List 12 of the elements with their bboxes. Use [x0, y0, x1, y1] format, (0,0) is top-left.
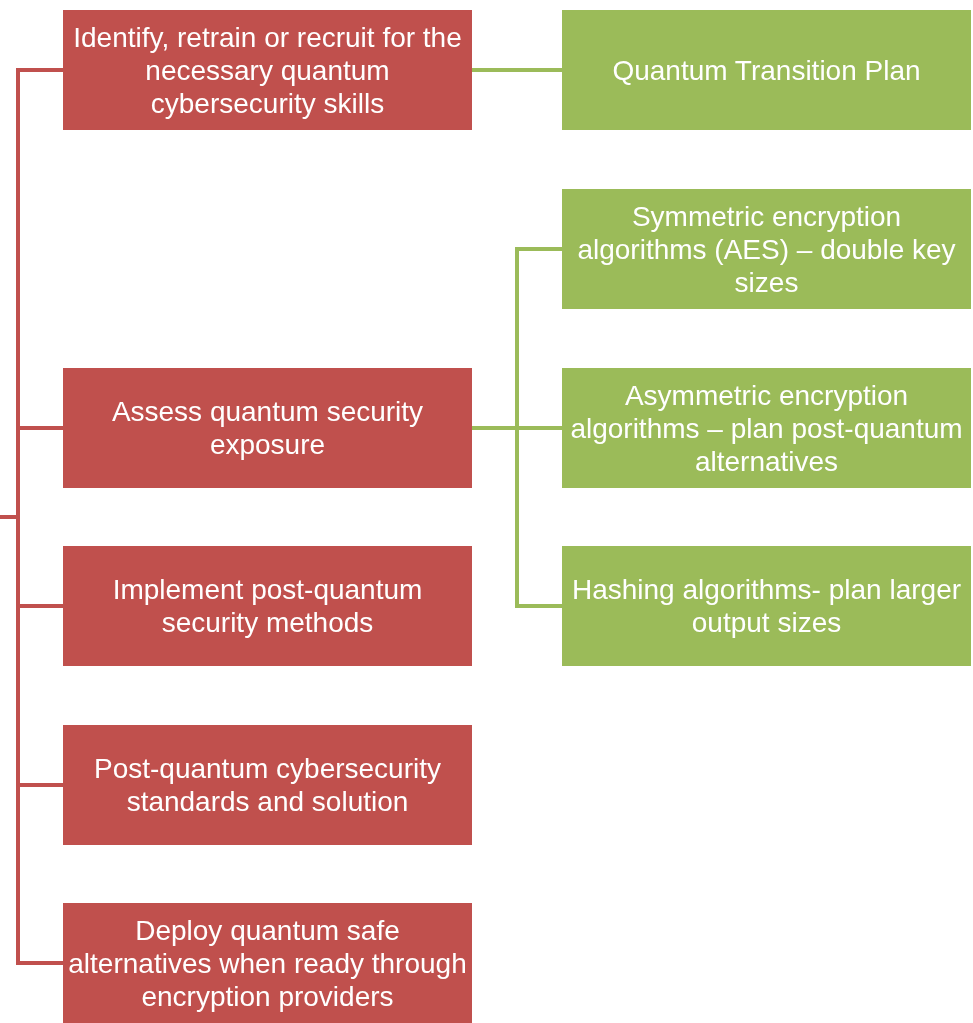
process-box: Assess quantum security exposure	[63, 368, 472, 488]
process-box: Deploy quantum safe alternatives when ready through encryption providers	[63, 903, 472, 1023]
process-box: Implement post-quantum security methods	[63, 546, 472, 666]
connector-line	[472, 68, 562, 72]
connector-line	[0, 515, 63, 965]
outcome-box: Symmetric encryption algorithms (AES) – double key sizes	[562, 189, 971, 309]
outcome-box: Asymmetric encryption algorithms – plan post-quantum alternatives	[562, 368, 971, 488]
process-box: Identify, retrain or recruit for the necessary quantum cybersecurity skills	[63, 10, 472, 130]
outcome-box: Quantum Transition Plan	[562, 10, 971, 130]
process-box: Post-quantum cybersecurity standards and solution	[63, 725, 472, 845]
outcome-box: Hashing algorithms- plan larger output sizes	[562, 546, 971, 666]
connector-line	[472, 426, 562, 608]
